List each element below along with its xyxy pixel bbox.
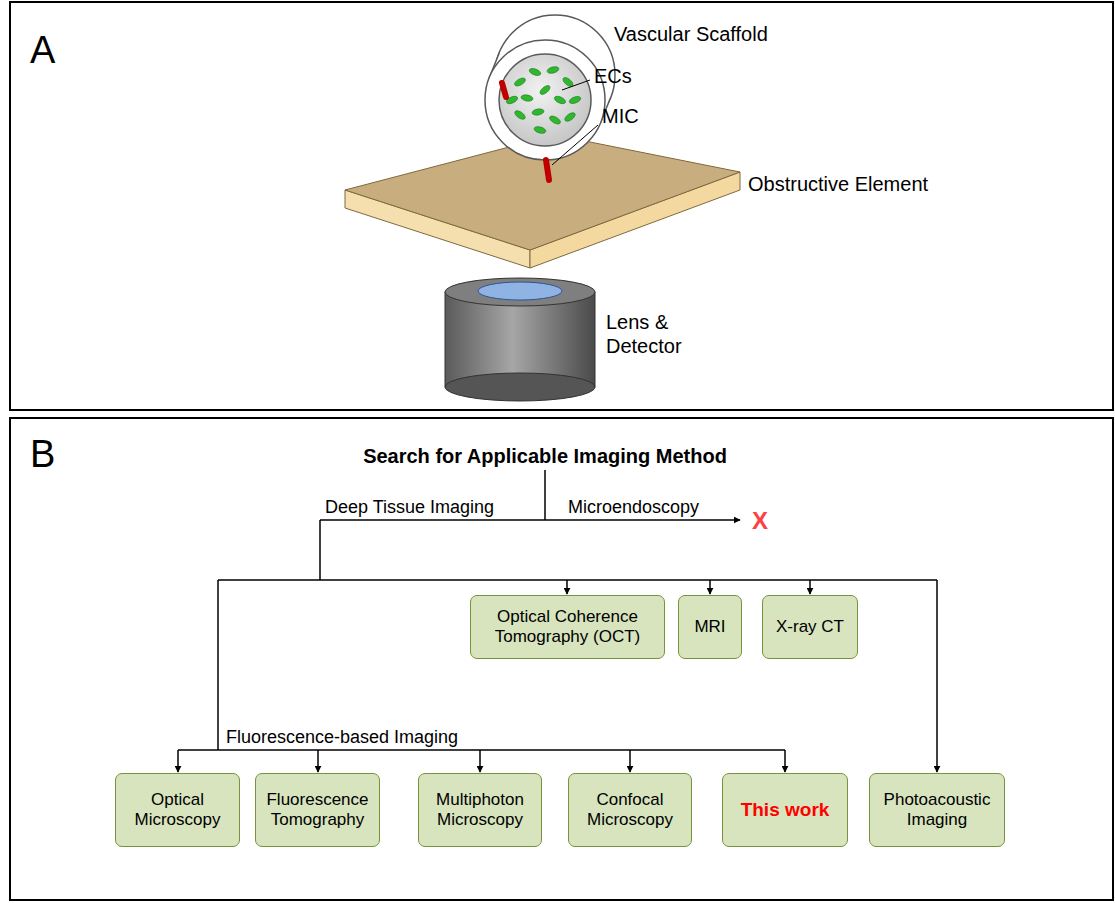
method-label: Fluorescence Tomography xyxy=(261,790,374,831)
vascular-scaffold xyxy=(485,15,615,160)
panel-frame xyxy=(10,418,1113,900)
tree-title: Search for Applicable Imaging Method xyxy=(363,444,727,468)
method-box: Photoacoustic Imaging xyxy=(869,773,1005,847)
method-label: This work xyxy=(741,799,830,822)
branch-label: Microendoscopy xyxy=(568,497,699,519)
method-box: Confocal Microscopy xyxy=(568,773,692,847)
panel-letter: B xyxy=(30,432,55,478)
method-label: X-ray CT xyxy=(776,617,844,637)
tree-lines xyxy=(178,470,937,772)
method-box: X-ray CT xyxy=(762,595,858,659)
endothelial-cells xyxy=(505,66,581,135)
panel-letter: A xyxy=(30,28,55,74)
leader-line xyxy=(552,80,598,165)
method-box: Fluorescence Tomography xyxy=(255,773,380,847)
part-label: ECs xyxy=(594,64,632,88)
mic-cells xyxy=(502,83,549,180)
part-label: Lens & Detector xyxy=(606,310,686,358)
method-label: Confocal Microscopy xyxy=(574,790,686,831)
part-label: MIC xyxy=(602,104,639,128)
method-label: Optical Microscopy xyxy=(121,790,234,831)
method-label: Photoacoustic Imaging xyxy=(875,790,999,831)
part-label: Obstructive Element xyxy=(748,172,928,196)
method-label: Optical Coherence Tomography (OCT) xyxy=(476,607,659,648)
branch-label: Deep Tissue Imaging xyxy=(325,497,494,519)
branch-label: Fluorescence-based Imaging xyxy=(226,727,458,749)
method-label: MRI xyxy=(694,617,725,637)
method-box: MRI xyxy=(678,595,742,659)
method-box: Optical Microscopy xyxy=(115,773,240,847)
method-label: Multiphoton Microscopy xyxy=(424,790,536,831)
part-label: Vascular Scaffold xyxy=(614,22,768,46)
method-box: This work xyxy=(722,773,848,847)
lens-detector xyxy=(445,278,595,401)
reject-mark: X xyxy=(752,507,768,536)
panel-frame xyxy=(10,2,1113,410)
method-box: Optical Coherence Tomography (OCT) xyxy=(470,595,665,659)
method-box: Multiphoton Microscopy xyxy=(418,773,542,847)
